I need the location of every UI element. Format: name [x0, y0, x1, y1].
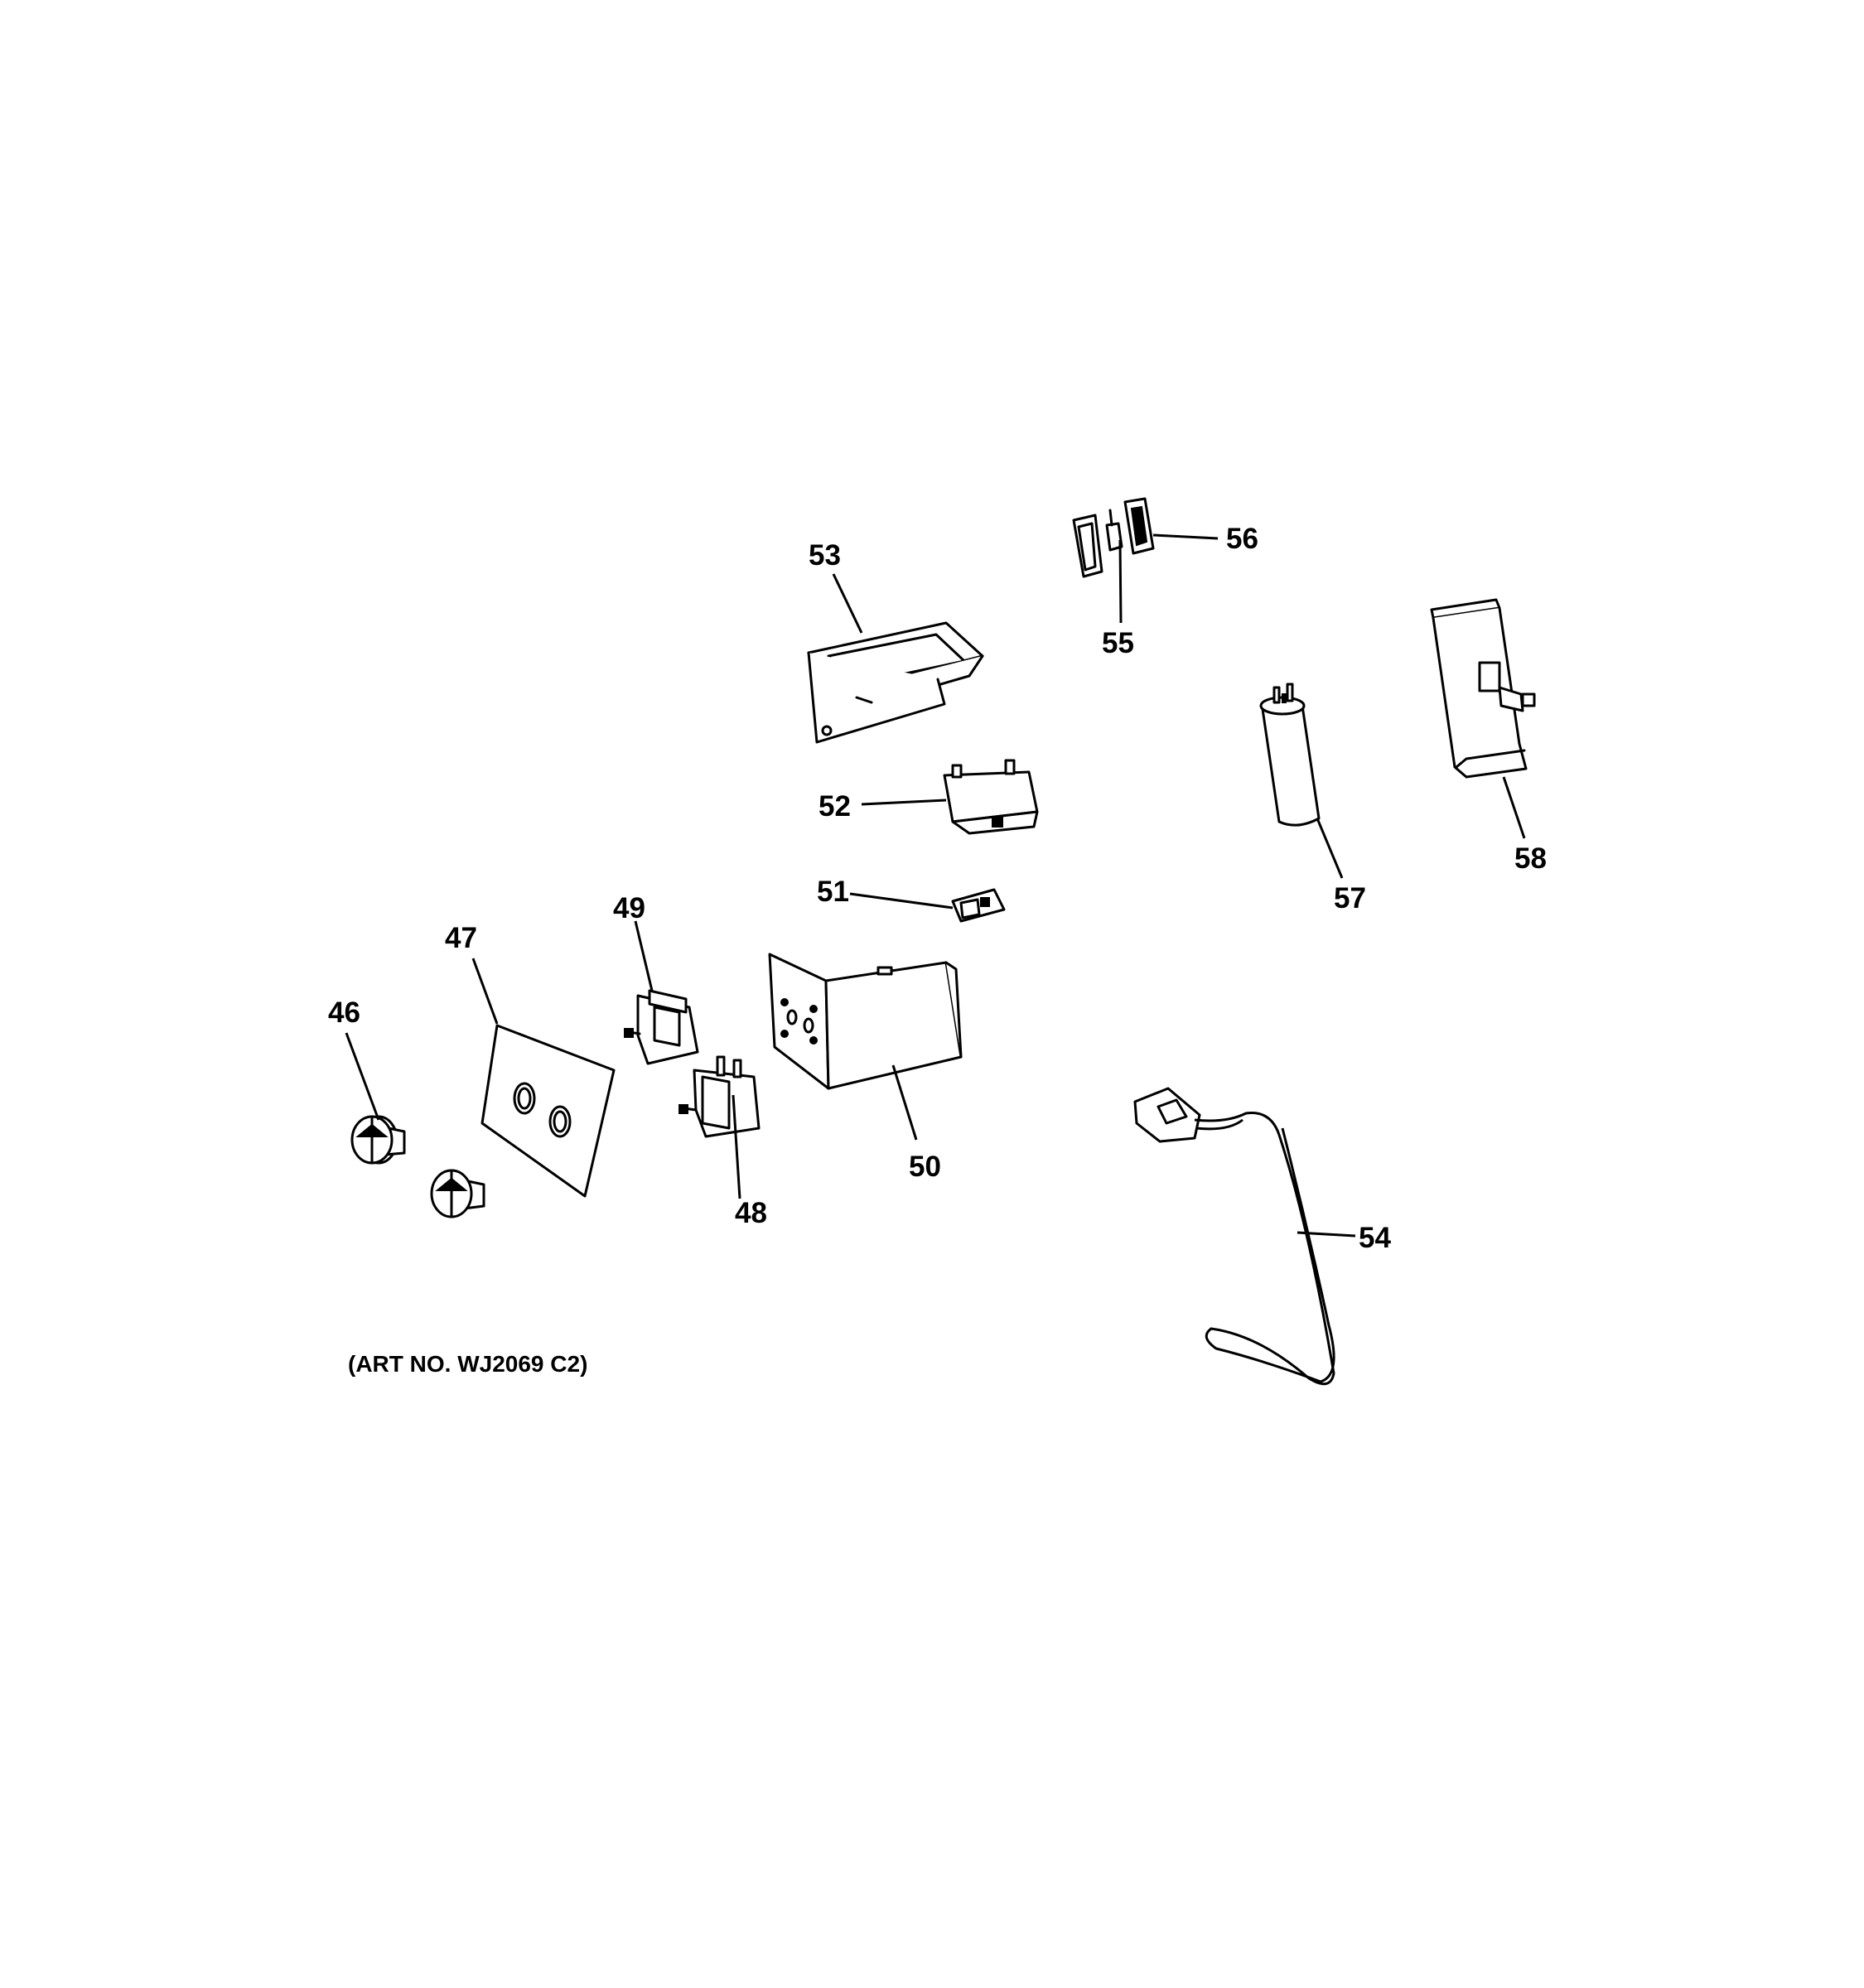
callout-49: 49 — [613, 892, 645, 924]
callout-51: 51 — [817, 876, 849, 908]
part-58-bracket[interactable] — [1430, 598, 1536, 779]
part-57-capacitor[interactable] — [1259, 683, 1321, 827]
part-52-relay[interactable] — [943, 759, 1039, 835]
part-56-connector[interactable] — [1123, 497, 1155, 555]
callout-46: 46 — [328, 996, 360, 1029]
part-47-control-panel[interactable] — [480, 1024, 616, 1198]
part-48-thermostat[interactable] — [678, 1055, 761, 1138]
callout-53: 53 — [809, 539, 841, 572]
part-46-knobs[interactable] — [350, 1115, 485, 1218]
part-54-power-cord[interactable] — [1133, 1087, 1335, 1386]
callout-54: 54 — [1359, 1222, 1391, 1254]
callout-58: 58 — [1514, 842, 1547, 875]
callouts: 46 47 49 48 50 51 52 53 55 56 57 58 54 — [328, 523, 1547, 1254]
art-number: (ART NO. WJ2069 C2) — [348, 1351, 587, 1377]
callout-56: 56 — [1226, 523, 1258, 555]
callout-52: 52 — [819, 790, 851, 823]
callout-47: 47 — [445, 922, 477, 954]
part-55-connector[interactable] — [1072, 509, 1123, 578]
leader-lines — [345, 533, 1526, 1238]
callout-57: 57 — [1334, 882, 1366, 914]
knob-lower — [430, 1169, 485, 1218]
callout-55: 55 — [1102, 627, 1134, 659]
callout-48: 48 — [735, 1197, 767, 1229]
callout-50: 50 — [909, 1151, 941, 1183]
part-53-cover[interactable] — [807, 621, 984, 744]
part-50-control-bracket[interactable] — [768, 953, 963, 1090]
part-51-terminal-block[interactable] — [951, 888, 1006, 923]
part-49-rotary-switch[interactable] — [624, 989, 699, 1065]
knob-upper — [350, 1115, 406, 1165]
